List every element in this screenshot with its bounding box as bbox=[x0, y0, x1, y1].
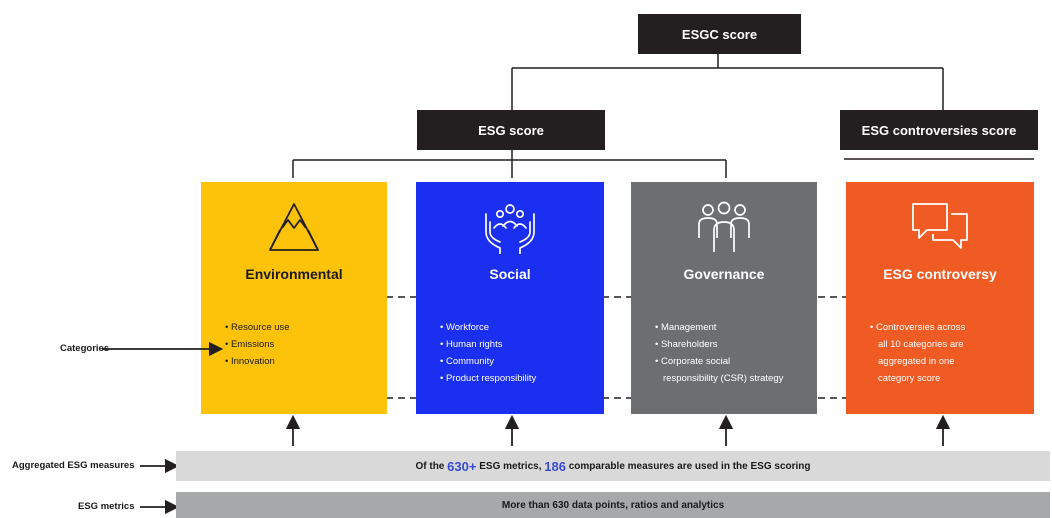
list-item: Shareholders bbox=[655, 336, 783, 353]
list-item: Workforce bbox=[440, 319, 536, 336]
social-title: Social bbox=[489, 266, 531, 282]
environmental-title: Environmental bbox=[245, 266, 343, 282]
controversy-title: ESG controversy bbox=[883, 266, 997, 282]
governance-list: Management Shareholders Corporate social… bbox=[655, 319, 783, 387]
list-item: responsibility (CSR) strategy bbox=[663, 373, 784, 384]
list-item: Human rights bbox=[440, 336, 536, 353]
comparable-measures-count: 186 bbox=[544, 458, 566, 474]
people-group-icon bbox=[698, 201, 750, 252]
list-item: Corporate social bbox=[655, 353, 783, 370]
categories-label: Categories bbox=[60, 343, 110, 354]
environmental-card: Environmental Resource use Emissions Inn… bbox=[201, 182, 387, 414]
esgc-score-box: ESGC score bbox=[638, 14, 801, 54]
list-item: all 10 categories are bbox=[878, 339, 964, 350]
list-item: Innovation bbox=[225, 353, 290, 370]
aggregated-mid: ESG metrics, bbox=[476, 460, 545, 472]
social-list: Workforce Human rights Community Product… bbox=[440, 319, 536, 387]
social-card: Social Workforce Human rights Community … bbox=[416, 182, 604, 414]
environmental-list: Resource use Emissions Innovation bbox=[225, 319, 290, 370]
list-item: Resource use bbox=[225, 319, 290, 336]
aggregated-suffix: comparable measures are used in the ESG … bbox=[565, 460, 811, 472]
esg-metrics-label: ESG metrics bbox=[78, 501, 135, 512]
list-item: category score bbox=[878, 373, 941, 384]
esg-metrics-bar: More than 630 data points, ratios and an… bbox=[176, 492, 1050, 518]
list-item: Controversies across bbox=[870, 319, 965, 336]
aggregated-measures-label: Aggregated ESG measures bbox=[12, 460, 135, 471]
list-item: Emissions bbox=[225, 336, 290, 353]
hands-people-icon bbox=[485, 204, 535, 254]
list-item: aggregated in one bbox=[878, 356, 955, 367]
aggregated-measures-bar: Of the 630+ ESG metrics, 186 comparable … bbox=[176, 451, 1050, 481]
esg-metrics-text: More than 630 data points, ratios and an… bbox=[501, 499, 725, 511]
esg-controversies-score-box: ESG controversies score bbox=[840, 110, 1038, 150]
list-item: Management bbox=[655, 319, 783, 336]
metrics-count: 630+ bbox=[447, 458, 477, 474]
list-item: Community bbox=[440, 353, 536, 370]
list-item: Product responsibility bbox=[440, 370, 536, 387]
speech-bubbles-icon bbox=[912, 203, 968, 249]
governance-title: Governance bbox=[683, 266, 765, 282]
aggregated-prefix: Of the bbox=[415, 460, 448, 472]
governance-card: Governance Management Shareholders Corpo… bbox=[631, 182, 817, 414]
mountains-icon bbox=[269, 203, 319, 251]
controversy-card: ESG controversy Controversies across all… bbox=[846, 182, 1034, 414]
controversy-list: Controversies across all 10 categories a… bbox=[870, 319, 965, 387]
esg-score-box: ESG score bbox=[417, 110, 605, 150]
